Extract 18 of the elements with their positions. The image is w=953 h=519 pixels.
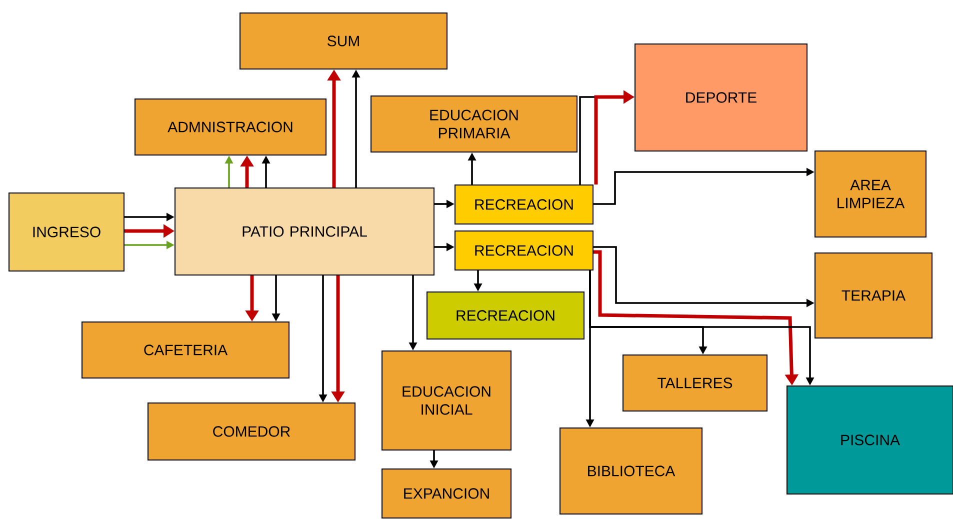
area-box: INGRESO xyxy=(8,192,124,272)
area-box: ADMNISTRACION xyxy=(134,98,326,156)
area-box: RECREACION xyxy=(426,292,584,340)
area-box: EXPANCION xyxy=(382,468,512,518)
area-box: EDUCACION INICIAL xyxy=(382,350,512,450)
area-box: DEPORTE xyxy=(634,44,808,152)
area-box: COMEDOR xyxy=(148,402,356,460)
area-box: SUM xyxy=(240,12,448,70)
area-box: RECREACION xyxy=(454,230,594,270)
area-box: TERAPIA xyxy=(814,252,932,338)
area-box: CAFETERIA xyxy=(82,322,290,378)
area-box: PISCINA xyxy=(786,386,953,494)
area-box: EDUCACION PRIMARIA xyxy=(370,96,578,152)
area-box: RECREACION xyxy=(454,184,594,224)
area-box: BIBLIOTECA xyxy=(560,428,702,514)
area-box: PATIO PRINCIPAL xyxy=(174,188,434,276)
area-box: TALLERES xyxy=(622,354,768,412)
area-box: AREA LIMPIEZA xyxy=(814,150,926,238)
